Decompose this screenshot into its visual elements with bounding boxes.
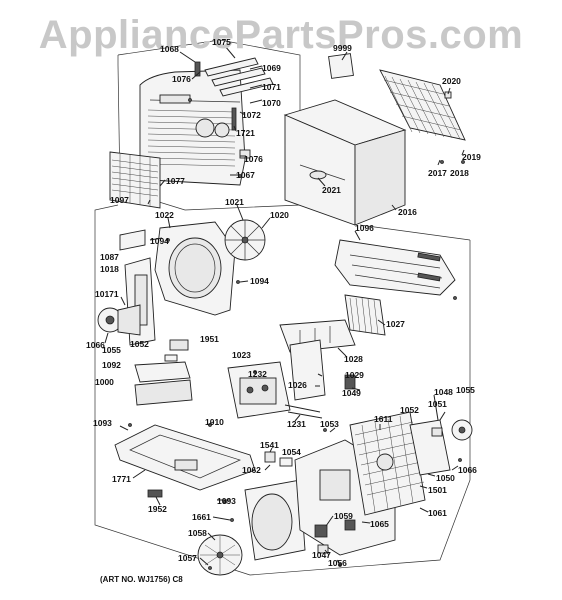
part-label: 2018 — [450, 168, 469, 178]
part-label: 1771 — [112, 474, 131, 484]
louver-parts — [194, 57, 274, 159]
part-label: 1054 — [282, 447, 301, 457]
part-label: 9999 — [333, 43, 352, 53]
filter-part — [109, 151, 161, 209]
part-label: 1096 — [355, 223, 374, 233]
part-1541 — [264, 451, 276, 463]
part-label: 1049 — [342, 388, 361, 398]
part-label: 1055 — [456, 385, 475, 395]
part-label: 1051 — [428, 399, 447, 409]
condenser-coil-part — [349, 411, 426, 516]
part-label: 1026 — [288, 380, 307, 390]
part-label: 2016 — [398, 207, 417, 217]
grille-1027-part — [344, 294, 386, 336]
part-label: 1057 — [178, 553, 197, 563]
part-label: 2017 — [428, 168, 447, 178]
part-1951 — [169, 339, 189, 351]
part-label: 1066 — [458, 465, 477, 475]
part-label: 1061 — [428, 508, 447, 518]
part-label: 1072 — [242, 110, 261, 120]
part-label: 1066 — [86, 340, 105, 350]
part-label: 1053 — [320, 419, 339, 429]
part-label: 1501 — [428, 485, 447, 495]
part-1049 — [344, 374, 356, 390]
part-label: 1023 — [232, 350, 251, 360]
part-label: 1010 — [205, 417, 224, 427]
part-label: 1232 — [248, 369, 267, 379]
part-label: 1068 — [160, 44, 179, 54]
part-label: 1052 — [400, 405, 419, 415]
front-grille-part — [139, 69, 246, 186]
part-label: 1069 — [262, 63, 281, 73]
part-label: 1058 — [188, 528, 207, 538]
control-box-part — [227, 339, 326, 419]
part-label: 1062 — [242, 465, 261, 475]
part-label: 1075 — [212, 37, 231, 47]
manual-part — [328, 53, 354, 79]
part-label: 1611 — [374, 414, 393, 424]
part-label: 1094 — [150, 236, 169, 246]
strip-1000-part — [134, 361, 193, 406]
part-labels: 1068 1075 9999 1076 1069 1071 1070 1072 … — [86, 37, 481, 568]
part-label: 1071 — [262, 82, 281, 92]
part-label: 1050 — [436, 473, 455, 483]
part-label: 1231 — [287, 419, 306, 429]
blower-wheel-part — [224, 219, 266, 261]
fan-shroud-part — [154, 221, 236, 316]
part-1952 — [147, 489, 163, 498]
part-label: 1059 — [334, 511, 353, 521]
part-1055 — [164, 354, 178, 362]
rear-grille-part — [379, 69, 466, 141]
part-label: 1067 — [236, 170, 255, 180]
part-label: 1661 — [192, 512, 211, 522]
part-label: 1048 — [434, 387, 453, 397]
part-label: 1097 — [110, 195, 129, 205]
part-1047 — [317, 544, 329, 554]
cabinet-part — [283, 99, 407, 226]
part-label: 1093 — [93, 418, 112, 428]
part-label: 1018 — [100, 264, 119, 274]
part-label: 1093 — [217, 496, 236, 506]
part-label: 1721 — [236, 128, 255, 138]
condenser-blower-part — [197, 479, 306, 576]
part-label: 1021 — [225, 197, 244, 207]
part-label: 1076 — [244, 154, 263, 164]
part-1054 — [279, 457, 293, 467]
part-label: 1027 — [386, 319, 405, 329]
part-label: 1541 — [260, 440, 279, 450]
part-label: 2019 — [462, 152, 481, 162]
part-label: 1076 — [172, 74, 191, 84]
part-label: 1065 — [370, 519, 389, 529]
part-label: 1020 — [270, 210, 289, 220]
part-label: 1087 — [100, 252, 119, 262]
part-label: 1028 — [344, 354, 363, 364]
part-label: 1952 — [148, 504, 167, 514]
watermark-text: AppliancePartsPros.com — [39, 13, 524, 57]
part-label: 1070 — [262, 98, 281, 108]
part-label: 1056 — [328, 558, 347, 568]
part-label: 10171 — [95, 289, 119, 299]
part-label: 1092 — [102, 360, 121, 370]
wire-1231-part — [284, 404, 323, 419]
part-label: 2021 — [322, 185, 341, 195]
louver-assembly-part — [334, 239, 456, 296]
part-label: 1047 — [312, 550, 331, 560]
base-pan-part — [114, 424, 256, 491]
part-1059 — [314, 524, 328, 538]
art-number: (ART NO. WJ1756) C8 — [100, 575, 183, 584]
fan-motor-1048-part — [409, 419, 473, 476]
leader-lines — [104, 45, 465, 566]
part-label: 1029 — [345, 370, 364, 380]
part-label: 1094 — [250, 276, 269, 286]
part-label: 1951 — [200, 334, 219, 344]
part-label: 1077 — [166, 176, 185, 186]
part-label: 1052 — [130, 339, 149, 349]
part-label: 1022 — [155, 210, 174, 220]
part-label: 1000 — [95, 377, 114, 387]
part-label: 2020 — [442, 76, 461, 86]
motor-assembly-part — [97, 229, 156, 346]
fastener-marks — [128, 98, 465, 570]
part-label: 1055 — [102, 345, 121, 355]
